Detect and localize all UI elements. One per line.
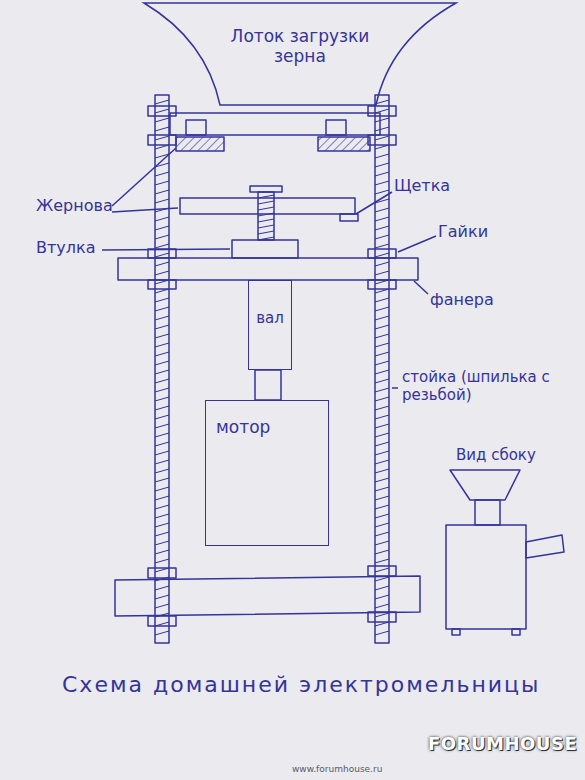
side-view-foot xyxy=(452,629,460,635)
leader-line xyxy=(398,236,436,252)
node-text: мотор xyxy=(208,417,326,437)
screw xyxy=(258,192,274,240)
side-view-body xyxy=(446,525,526,629)
coupling xyxy=(255,370,281,400)
screw-head xyxy=(250,186,282,192)
nut xyxy=(368,280,396,289)
brush xyxy=(340,214,358,221)
nut xyxy=(368,249,396,258)
threaded-rod xyxy=(155,95,169,643)
nut xyxy=(148,568,176,578)
leader-line xyxy=(112,148,176,206)
bushing xyxy=(232,240,298,258)
nut xyxy=(148,135,176,145)
nut xyxy=(148,616,176,626)
upper-millstone xyxy=(318,137,370,151)
part-label: Щетка xyxy=(394,176,450,195)
nut xyxy=(148,280,176,289)
side-view-hopper xyxy=(450,470,520,500)
nut xyxy=(368,566,396,576)
part-label: фанера xyxy=(430,290,494,309)
caption: Схема домашней электромельницы xyxy=(62,672,540,698)
side-view-spout xyxy=(526,535,564,558)
watermark: FORUMHOUSE xyxy=(428,733,577,755)
bolt xyxy=(326,120,346,135)
part-label: стойка (шпилька с резьбой) xyxy=(402,368,578,404)
nut xyxy=(148,106,176,116)
side-view-neck xyxy=(475,500,500,525)
hopper: Лоток загрузки зерна xyxy=(140,0,460,106)
upper-millstone xyxy=(176,137,224,151)
rotor-millstone xyxy=(180,198,355,214)
leader-line xyxy=(414,281,428,294)
bolt xyxy=(186,120,206,135)
plywood xyxy=(118,258,418,280)
watermark-url: www.forumhouse.ru xyxy=(292,764,382,775)
leader-line xyxy=(356,192,392,214)
nut xyxy=(368,106,396,116)
top-board xyxy=(170,113,380,135)
leader-line xyxy=(392,387,398,389)
bottom-board xyxy=(115,576,420,616)
part-label: Втулка xyxy=(36,238,95,257)
nut xyxy=(368,135,396,145)
part-label: Гайки xyxy=(438,222,488,241)
leader-line xyxy=(112,208,178,212)
node-text: вал xyxy=(251,309,289,327)
motor-box: мотор xyxy=(205,400,329,546)
nut xyxy=(368,612,396,622)
node-text: Лоток загрузки зерна xyxy=(213,26,388,67)
shaft: вал xyxy=(248,280,292,370)
part-label: Жернова xyxy=(36,196,113,215)
side-view-foot xyxy=(512,629,520,635)
view-label: Вид сбоку xyxy=(456,446,536,464)
threaded-rod xyxy=(375,95,389,643)
leader-line xyxy=(102,249,230,250)
